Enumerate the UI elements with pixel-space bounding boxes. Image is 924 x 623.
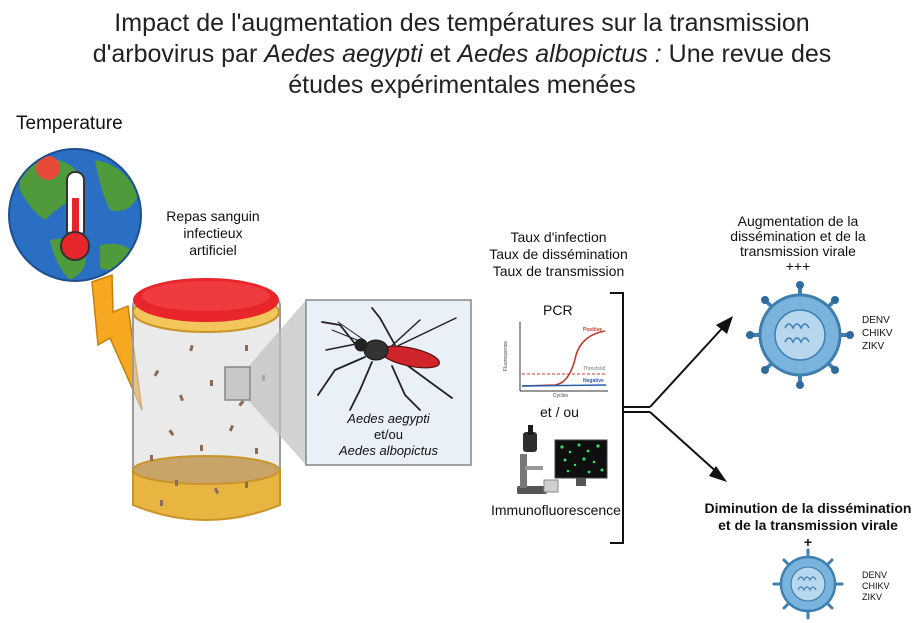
immunofluorescence-label: Immunofluorescence: [491, 502, 621, 518]
mosquito-zoom-box: [305, 299, 472, 466]
pcr-x-axis-label: Cycles: [553, 393, 569, 399]
outcome-arrows: [649, 316, 733, 482]
mosquito-species-label: Aedes aegypti et/ou Aedes albopictus: [338, 411, 438, 458]
pcr-threshold-label: Threshold: [583, 366, 606, 372]
pcr-plot-icon: [519, 322, 608, 392]
mosquito-jar-icon: [132, 278, 281, 521]
fluorescence-monitor-icon: [554, 439, 608, 486]
pcr-positive-label: Positive: [583, 327, 603, 333]
temperature-label: Temperature: [16, 113, 123, 134]
or-label: et / ou: [540, 404, 579, 420]
page-title: Impact de l'augmentation des température…: [0, 8, 924, 101]
virus-small-icon: [772, 548, 844, 620]
pcr-negative-label: Negative: [583, 378, 604, 384]
earth-thermometer-icon: [8, 148, 142, 282]
title-line-2: d'arbovirus par Aedes aegypti et Aedes a…: [92, 40, 832, 68]
title-line-3: études expérimentales menées: [288, 71, 636, 99]
pcr-y-axis-label: Fluorescence: [503, 340, 510, 372]
results-bracket: [610, 292, 650, 544]
zoom-connector: [248, 300, 306, 465]
mosquito-icon: [317, 307, 457, 411]
title-line-1: Impact de l'augmentation des température…: [114, 9, 810, 37]
pcr-label: PCR: [543, 302, 573, 318]
microscope-icon: [517, 425, 559, 494]
virus-large-icon: [746, 281, 854, 389]
